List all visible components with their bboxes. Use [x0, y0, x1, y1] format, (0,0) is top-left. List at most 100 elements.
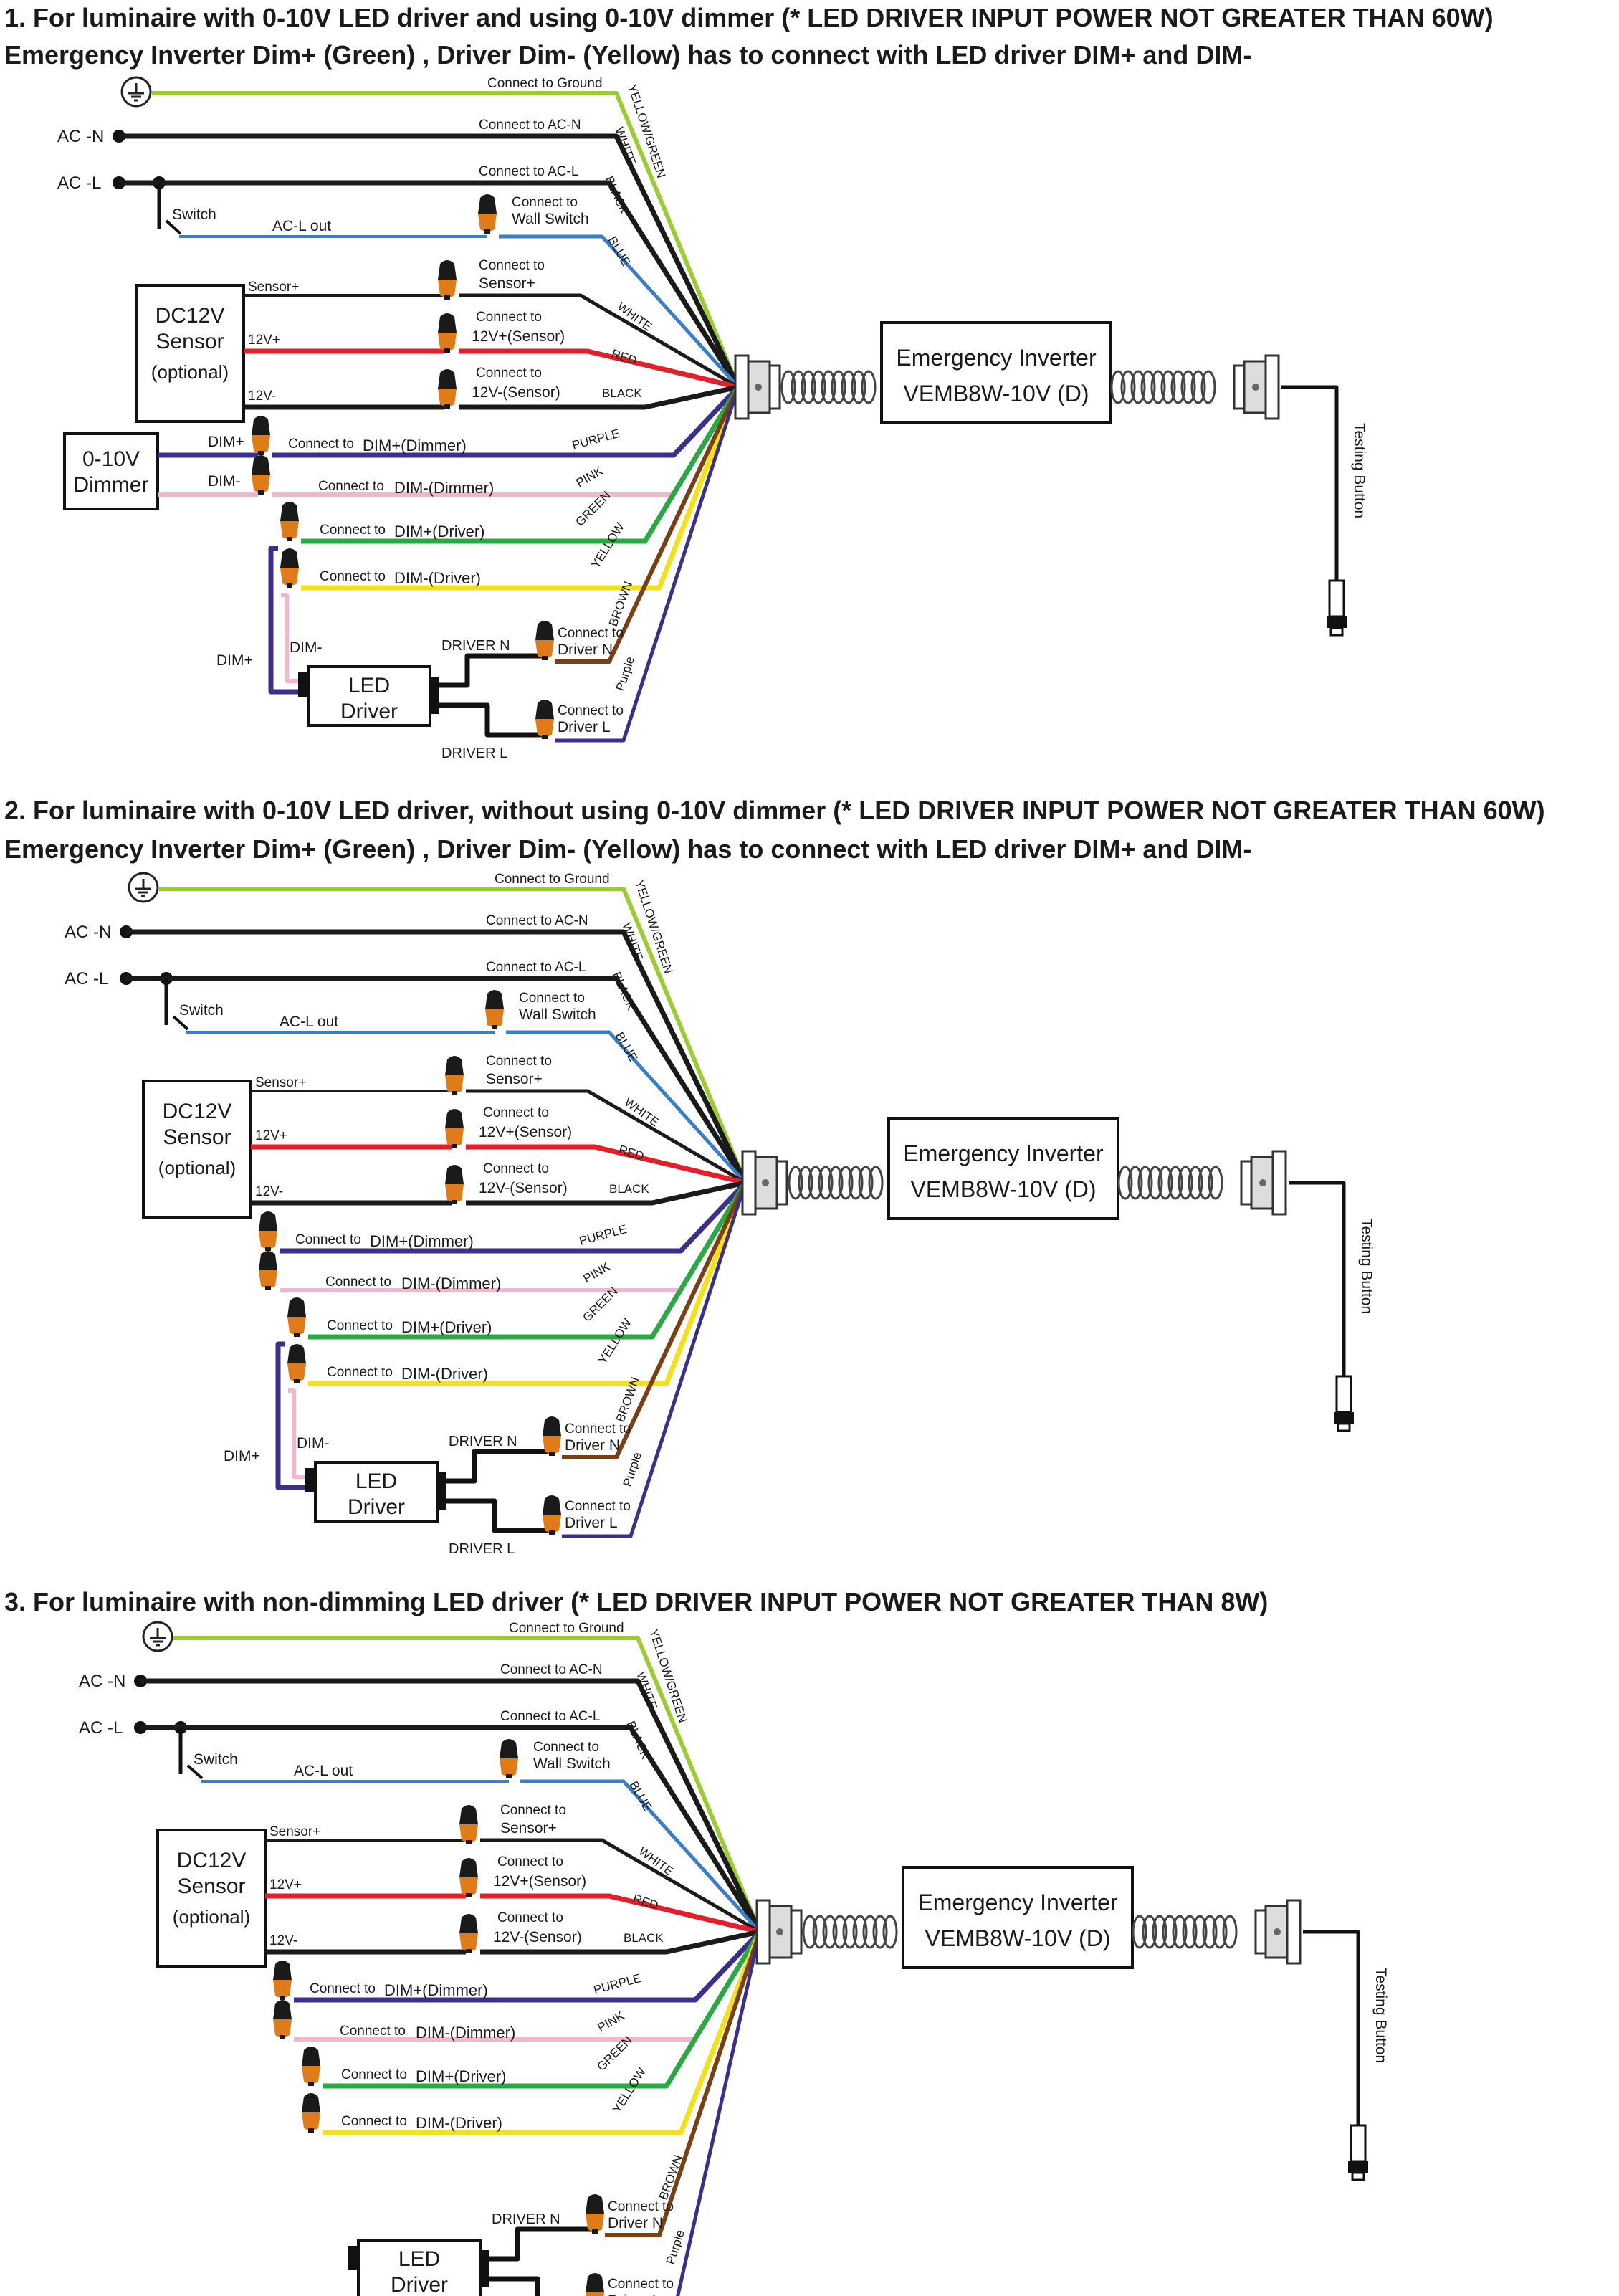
label-12v-plus-sensor: 12V+(Sensor)	[479, 1124, 572, 1140]
label-connect-to-12vp: Connect to	[483, 1105, 549, 1120]
label-wire-purple: PURPLE	[570, 427, 621, 452]
wire-purple	[294, 1930, 762, 2003]
armored-cable	[802, 1915, 898, 1949]
label-connect-to-wall: Connect to	[533, 1740, 599, 1755]
wire-yellow	[301, 386, 741, 591]
label-wire-pink: PINK	[574, 464, 606, 490]
cable-connector-icon	[1233, 354, 1280, 420]
wire-red	[466, 1144, 746, 1186]
label-connect-to-wall: Connect to	[512, 195, 578, 210]
cable-connector-icon	[1240, 1150, 1287, 1216]
testing-button-icon[interactable]	[1348, 2124, 1368, 2181]
label-dim-plus-dimmer: DIM+(Dimmer)	[370, 1232, 474, 1250]
wire-white-ac-n	[119, 133, 741, 389]
label-12v-minus-sensor: 12V-(Sensor)	[493, 1929, 582, 1945]
label-wire-yellow: YELLOW	[596, 1316, 634, 1366]
label-connect-to-dimm: Connect to	[340, 2024, 406, 2039]
wire-purple-driver-l	[562, 1182, 748, 1538]
label-connect-ac-n: Connect to AC-N	[500, 1662, 603, 1677]
label-connect-to-drvp: Connect to	[341, 2067, 407, 2082]
label-connect-to-drvn: Connect to	[558, 626, 624, 641]
wire-black-ac-l	[126, 976, 748, 1184]
wire-nut-icon	[586, 2273, 604, 2296]
wire-nut-icon	[459, 1858, 478, 1897]
label-driver-n: DRIVER N	[492, 2211, 560, 2227]
label-dimmer-1: 0-10V	[82, 447, 140, 471]
wire-nut-icon	[459, 1914, 478, 1953]
label-connect-to-dimp: Connect to	[295, 1232, 361, 1247]
label-connect-to-12vp: Connect to	[476, 310, 542, 325]
testing-button-icon[interactable]	[1327, 579, 1347, 637]
sensor-box	[156, 1829, 267, 1968]
wire-purple-driver-l	[676, 1931, 762, 2296]
section-1-title: 1. For luminaire with 0-10V LED driver a…	[4, 3, 1494, 32]
label-wire-purple: PURPLE	[592, 1971, 643, 1997]
label-driver: Driver	[340, 700, 398, 723]
label-wire-purple-2: Purple	[613, 655, 637, 693]
earth-ground-icon	[128, 872, 159, 903]
label-dc12v: DC12V	[156, 304, 225, 328]
wire-white-sensor	[480, 1838, 761, 1934]
wire-purple-driver-l	[555, 386, 740, 743]
label-driver-dim-minus: DIM-	[297, 1435, 330, 1452]
label-sensor-plus-target: Sensor+	[500, 1820, 557, 1837]
label-connect-to-drvp: Connect to	[320, 523, 386, 538]
label-wire-blue: BLUE	[606, 234, 634, 269]
label-sensor: Sensor	[163, 1125, 231, 1149]
label-12v-minus-sensor: 12V-(Sensor)	[472, 384, 560, 401]
wire-driver-dim-plus	[275, 1341, 308, 1490]
label-sensor: Sensor	[156, 330, 224, 353]
label-12v-minus: 12V-	[269, 1933, 297, 1948]
label-dimmer-2: Dimmer	[74, 473, 149, 497]
label-connect-to-12vp: Connect to	[497, 1854, 563, 1869]
label-optional: (optional)	[158, 1157, 236, 1178]
label-testing-button: Testing Button	[1372, 1968, 1389, 2063]
led-driver-box	[307, 665, 431, 727]
wire-black-12v	[480, 1929, 760, 1955]
wire-nut-icon	[543, 1495, 561, 1535]
label-ac-l-out: AC-L out	[280, 1014, 338, 1030]
label-connect-to-12vm: Connect to	[483, 1161, 549, 1176]
label-led: LED	[398, 2247, 440, 2271]
label-wall-switch: Wall Switch	[533, 1756, 611, 1772]
label-driver-l-target: Driver L	[565, 1515, 618, 1531]
label-12v-minus: 12V-	[255, 1184, 283, 1199]
label-wire-black-2: BLACK	[602, 386, 642, 400]
label-led: LED	[355, 1469, 397, 1493]
cable-connector-icon	[755, 1899, 803, 1965]
wire-driver-n	[446, 1449, 552, 1484]
label-connect-ac-n: Connect to AC-N	[486, 913, 588, 928]
label-driver: Driver	[391, 2273, 448, 2296]
testing-button-icon[interactable]	[1334, 1375, 1354, 1432]
label-driver-n-target: Driver N	[565, 1437, 620, 1454]
label-optional: (optional)	[151, 361, 229, 383]
label-wire-blue: BLUE	[627, 1779, 655, 1814]
wire-nut-icon	[259, 1251, 277, 1290]
wire-testing-button	[1281, 385, 1339, 581]
label-wire-pink: PINK	[581, 1259, 613, 1286]
emergency-inverter-box	[880, 321, 1112, 424]
label-wire-black: BLACK	[602, 174, 631, 216]
wire-nut-icon	[445, 1109, 464, 1148]
label-ac-l: AC -L	[65, 969, 108, 989]
earth-ground-icon	[142, 1621, 173, 1652]
label-connect-to-drvp: Connect to	[327, 1318, 393, 1333]
label-dim-plus-dimmer: DIM+(Dimmer)	[363, 437, 467, 454]
label-wall-switch: Wall Switch	[512, 211, 589, 227]
wire-driver-n	[439, 653, 545, 688]
label-connect-ground: Connect to Ground	[495, 872, 610, 887]
label-wire-brown: BROWN	[656, 2153, 685, 2202]
switch-lever	[172, 1015, 189, 1031]
label-driver-n-target: Driver N	[558, 642, 613, 658]
label-dim-plus-driver: DIM+(Driver)	[401, 1318, 492, 1336]
label-connect-to-wall: Connect to	[519, 991, 585, 1006]
wire-driver-l	[489, 2276, 540, 2296]
wire-nut-icon	[445, 1165, 464, 1204]
wire-driver-dim-plus	[268, 546, 301, 695]
wire-red	[459, 348, 739, 390]
label-connect-to-drvm: Connect to	[341, 2114, 407, 2129]
label-wire-purple-2: Purple	[664, 2229, 687, 2267]
wire-nut-icon	[543, 1416, 561, 1456]
label-switch: Switch	[179, 1002, 224, 1019]
